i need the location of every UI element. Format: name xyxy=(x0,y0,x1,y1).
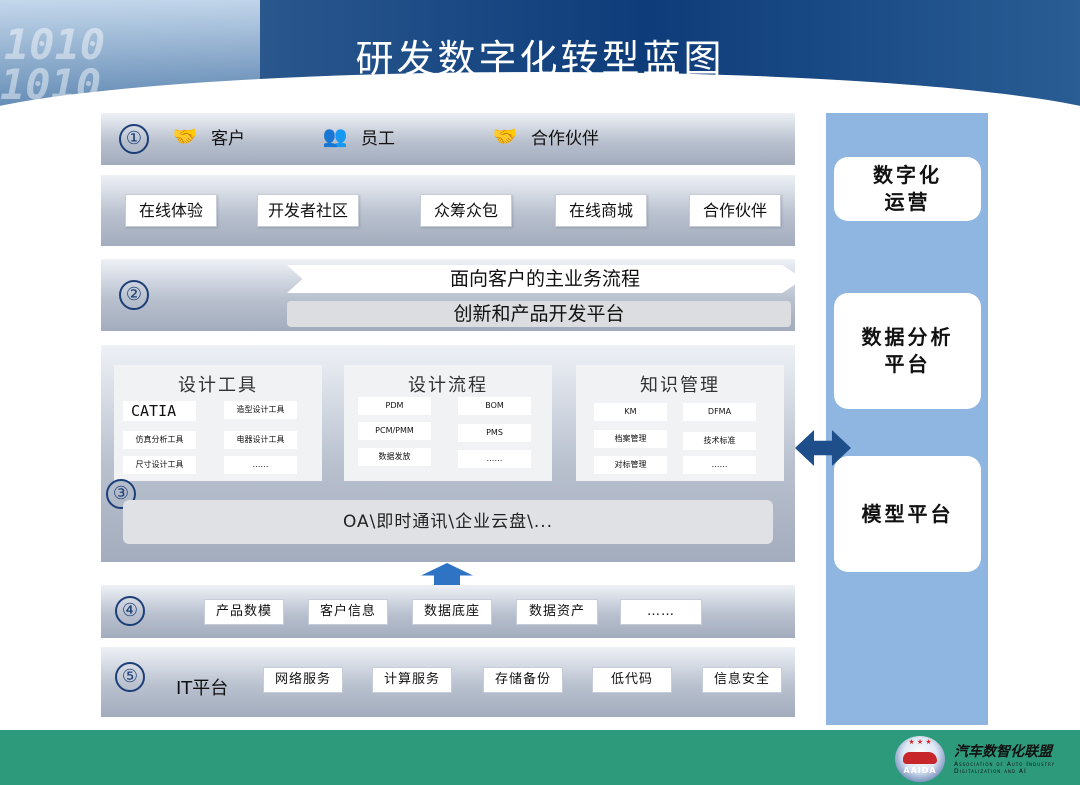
logo-subtitle-line: Association of Auto Industry xyxy=(954,761,1056,768)
layer-number-2: ② xyxy=(119,280,149,310)
panel-title: 设计工具 xyxy=(178,375,258,396)
panel-title: 知识管理 xyxy=(640,375,720,396)
partners-icon: 🤝 xyxy=(492,124,518,148)
it-service-item: 低代码 xyxy=(592,667,672,693)
design-tools-panel: 设计工具 CATIA 造型设计工具 仿真分析工具 电器设计工具 尺寸设计工具 …… xyxy=(114,365,322,481)
process-item: BOM xyxy=(458,397,531,415)
role-customer: 🤝 客户 xyxy=(169,123,245,149)
role-employee: 👥 员工 xyxy=(319,123,395,149)
channel-online-store: 在线商城 xyxy=(555,194,647,227)
layer-number-4: ④ xyxy=(115,596,145,626)
data-item: 数据底座 xyxy=(412,599,492,625)
tool-item: 电器设计工具 xyxy=(224,431,297,449)
knowledge-item: 对标管理 xyxy=(594,456,667,474)
car-icon xyxy=(903,752,937,764)
page-title: 研发数字化转型蓝图 xyxy=(355,37,725,81)
logo-stars: ★ ★ ★ xyxy=(908,738,932,746)
data-band: ④ 产品数模 客户信息 数据底座 数据资产 …… xyxy=(101,585,795,638)
tool-item: 仿真分析工具 xyxy=(123,431,196,449)
oa-bar: OA\即时通讯\企业云盘\... xyxy=(123,500,773,544)
development-platform-bar: 创新和产品开发平台 xyxy=(287,301,791,327)
knowledge-item: 技术标准 xyxy=(683,432,756,450)
role-label: 合作伙伴 xyxy=(531,128,599,149)
knowledge-panel: 知识管理 KM DFMA 档案管理 技术标准 对标管理 …… xyxy=(576,365,784,481)
channel-crowdfunding: 众筹众包 xyxy=(420,194,512,227)
digital-operations-box: 数字化 运营 xyxy=(834,157,981,221)
layer-number-5: ⑤ xyxy=(115,662,145,692)
channel-online-experience: 在线体验 xyxy=(125,194,217,227)
process-item: PMS xyxy=(458,424,531,442)
design-process-panel: 设计流程 PDM BOM PCM/PMM PMS 数据发放 …… xyxy=(344,365,552,481)
it-service-item: 信息安全 xyxy=(702,667,782,693)
binary-decoration: 1010 xyxy=(4,20,106,69)
it-platform-label: IT平台 xyxy=(176,678,229,699)
alliance-logo-icon: ★ ★ ★ xyxy=(895,736,945,782)
process-band: ② 面向客户的主业务流程 创新和产品开发平台 xyxy=(101,259,803,331)
knowledge-item: …… xyxy=(683,456,756,474)
tool-item: 尺寸设计工具 xyxy=(123,456,196,474)
channel-developer-community: 开发者社区 xyxy=(257,194,359,227)
tool-item: 造型设计工具 xyxy=(224,401,297,419)
header-banner: 1010 1010 研发数字化转型蓝图 xyxy=(0,0,1080,112)
process-item: 数据发放 xyxy=(358,448,431,466)
role-partner: 🤝 合作伙伴 xyxy=(489,123,599,149)
layer-number-1: ① xyxy=(119,124,149,154)
data-analytics-box: 数据分析 平台 xyxy=(834,293,981,409)
knowledge-item: DFMA xyxy=(683,403,756,421)
process-item: PDM xyxy=(358,397,431,415)
logo-title: 汽车数智化联盟 xyxy=(954,744,1052,760)
knowledge-item: KM xyxy=(594,403,667,421)
layer-number-3: ③ xyxy=(106,479,136,509)
it-service-item: 计算服务 xyxy=(372,667,452,693)
handshake-icon: 🤝 xyxy=(172,124,198,148)
employees-icon: 👥 xyxy=(322,124,348,148)
logo-mark: AAIDA xyxy=(903,766,937,775)
logo-subtitle-line: Digitalization and AI xyxy=(954,768,1027,775)
it-service-item: 存储备份 xyxy=(483,667,563,693)
right-platform-panel: 数字化 运营 数据分析 平台 模型平台 xyxy=(826,113,988,725)
channels-band: 在线体验 开发者社区 众筹众包 在线商城 合作伙伴 xyxy=(101,175,795,246)
data-item: 客户信息 xyxy=(308,599,388,625)
it-service-item: 网络服务 xyxy=(263,667,343,693)
role-label: 员工 xyxy=(361,128,395,149)
applications-band: 设计工具 CATIA 造型设计工具 仿真分析工具 电器设计工具 尺寸设计工具 …… xyxy=(101,345,795,562)
model-platform-box: 模型平台 xyxy=(834,456,981,572)
panel-title: 设计流程 xyxy=(408,375,488,396)
data-item: …… xyxy=(620,599,702,625)
channel-partner: 合作伙伴 xyxy=(689,194,781,227)
role-label: 客户 xyxy=(211,128,245,149)
tool-item: CATIA xyxy=(123,401,196,421)
process-item: PCM/PMM xyxy=(358,422,431,440)
process-item: …… xyxy=(458,450,531,468)
main-process-arrow: 面向客户的主业务流程 xyxy=(287,265,803,293)
knowledge-item: 档案管理 xyxy=(594,430,667,448)
it-platform-band: ⑤ IT平台 网络服务 计算服务 存储备份 低代码 信息安全 xyxy=(101,647,795,717)
logo-subtitle: Association of Auto Industry Digitalizat… xyxy=(954,761,1055,775)
data-item: 数据资产 xyxy=(516,599,598,625)
roles-band: ① 🤝 客户 👥 员工 🤝 合作伙伴 xyxy=(101,113,795,165)
data-item: 产品数模 xyxy=(204,599,284,625)
tool-item: …… xyxy=(224,456,297,474)
